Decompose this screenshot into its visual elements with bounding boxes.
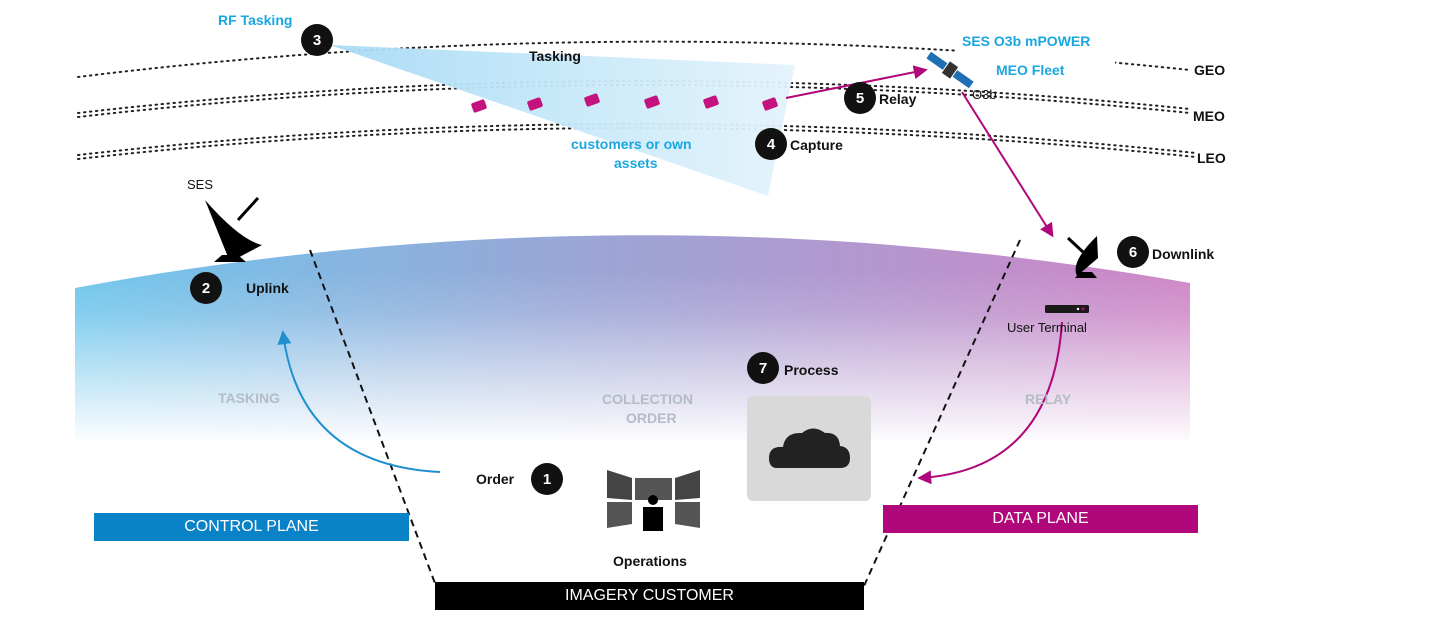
tasking-flow-label: TASKING	[218, 390, 280, 406]
step-5-badge: 5	[844, 82, 876, 114]
tasking-beam-label: Tasking	[529, 48, 581, 64]
relay-back-arrow	[917, 321, 1063, 485]
fleet-name: SES O3b mPOWER	[962, 33, 1091, 49]
operations-center-icon	[607, 470, 700, 531]
satellite-dish-icon	[205, 196, 262, 262]
step-3-badge: 3	[301, 24, 333, 56]
satellite-icon	[926, 51, 974, 89]
small-satellite-icon	[471, 99, 487, 113]
geo-label: GEO	[1194, 62, 1226, 78]
data-plane-label: DATA PLANE	[992, 510, 1089, 527]
tasking-arrow	[277, 330, 441, 473]
small-satellite-icon	[703, 95, 719, 109]
satellite-label: O3b	[972, 87, 997, 102]
control-plane-bar: CONTROL PLANE	[94, 513, 409, 541]
small-satellite-icon	[584, 93, 600, 107]
data-plane-bar: DATA PLANE	[883, 505, 1198, 533]
earth-fade	[70, 270, 1195, 445]
downlink-arrow	[961, 91, 1054, 238]
step-5-label: Relay	[879, 91, 917, 107]
operations-label: Operations	[613, 553, 687, 569]
step-2-label: Uplink	[246, 280, 289, 296]
step-6-badge: 6	[1117, 236, 1149, 268]
small-satellite-icon	[527, 97, 543, 111]
small-satellite-icon	[762, 97, 778, 111]
step-4-label: Capture	[790, 137, 843, 153]
customers-assets-line2: assets	[614, 155, 658, 171]
user-terminal-label: User Terminal	[1007, 320, 1087, 335]
leo-label: LEO	[1197, 150, 1226, 166]
step-2-badge: 2	[190, 272, 222, 304]
rf-tasking-label: RF Tasking	[218, 12, 293, 28]
customers-assets-line1: customers or own	[571, 136, 692, 152]
control-plane-label: CONTROL PLANE	[184, 518, 319, 535]
step-6-label: Downlink	[1152, 246, 1215, 262]
fleet-subtitle: MEO Fleet	[996, 62, 1065, 78]
imagery-customer-label: IMAGERY CUSTOMER	[565, 587, 734, 604]
step-1-label: Order	[476, 471, 515, 487]
cloud-icon	[769, 428, 850, 468]
meo-label: MEO	[1193, 108, 1225, 124]
step-7-badge: 7	[747, 352, 779, 384]
process-box	[747, 396, 871, 501]
step-4-badge: 4	[755, 128, 787, 160]
ses-label: SES	[187, 177, 214, 192]
tasking-beam	[330, 45, 795, 196]
satellite-dish-icon	[1066, 236, 1098, 278]
relay-flow-label: RELAY	[1025, 391, 1072, 407]
step-7-label: Process	[784, 362, 839, 378]
user-terminal-icon	[1045, 305, 1089, 313]
collection-order-line2: ORDER	[626, 410, 677, 426]
imagery-customer-bar: IMAGERY CUSTOMER	[435, 582, 864, 610]
leo-satellites	[471, 93, 778, 113]
small-satellite-icon	[644, 95, 660, 109]
collection-order-line1: COLLECTION	[602, 391, 693, 407]
step-1-badge: 1	[531, 463, 563, 495]
